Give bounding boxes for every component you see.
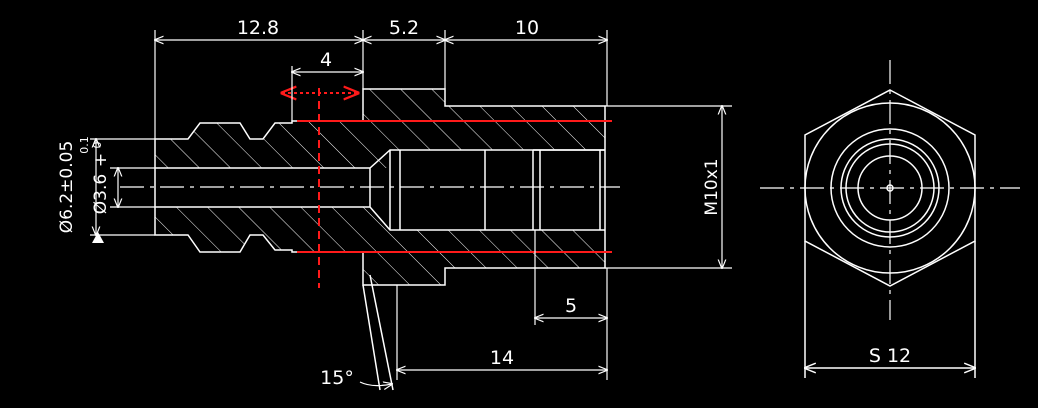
dimension-lines bbox=[90, 30, 732, 386]
dim-label-tol-upper: 0.1 bbox=[78, 136, 91, 154]
upper-wall-hatch bbox=[155, 89, 605, 168]
lower-wall-hatch bbox=[155, 207, 605, 285]
dim-label-m10: M10x1 bbox=[702, 158, 722, 215]
dim-label-5: 5 bbox=[565, 295, 577, 317]
inner-bore bbox=[155, 149, 605, 231]
dim-label-15deg: 15° bbox=[320, 367, 354, 389]
side-section-view bbox=[154, 88, 606, 391]
thread-bore-void bbox=[390, 150, 605, 230]
dim-label-s12: S 12 bbox=[869, 345, 911, 367]
dim-label-12-8: 12.8 bbox=[237, 17, 279, 39]
dim-label-5-2: 5.2 bbox=[389, 17, 419, 39]
surface-mark-icon bbox=[92, 232, 104, 243]
dim-label-10: 10 bbox=[515, 17, 539, 39]
lower-slope-lines bbox=[362, 274, 394, 391]
dim-15-arc bbox=[359, 382, 392, 386]
dim-label-tol-lower: 0 bbox=[91, 142, 104, 149]
dim-label-4: 4 bbox=[320, 49, 332, 71]
thread-lines bbox=[399, 149, 605, 230]
dim-label-14: 14 bbox=[490, 347, 514, 369]
dim-label-tol-plus: + bbox=[91, 153, 111, 167]
hexagon-outline bbox=[804, 89, 976, 287]
dim-label-dia62: Ø6.2±0.05 bbox=[57, 141, 77, 234]
red-highlight bbox=[282, 88, 612, 288]
dim-label-dia36: Ø3.6 bbox=[91, 174, 111, 214]
